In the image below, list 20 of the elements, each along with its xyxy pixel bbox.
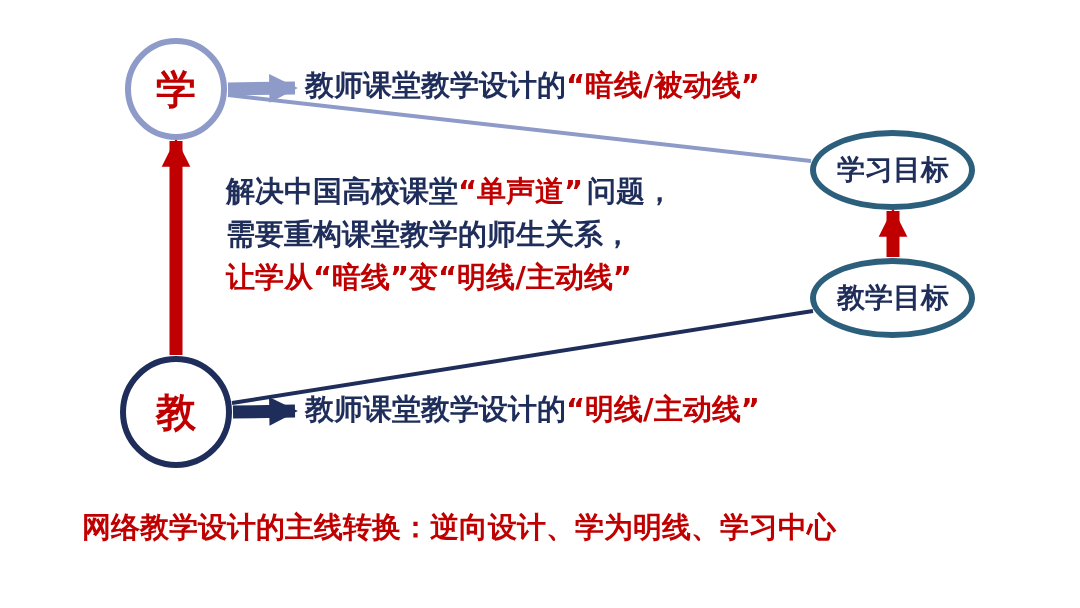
note-text: 问题， (587, 173, 674, 210)
ellipse-node: 教学目标 (810, 258, 975, 338)
arrow (227, 74, 298, 103)
highlight-text: “暗线/被动线” (566, 68, 760, 102)
arrow (161, 138, 191, 355)
caption-text: 网络教学设计的主线转换：逆向设计、学为明线、学习中心 (82, 509, 836, 546)
arrow (878, 208, 908, 257)
note-text: 需要重构课堂教学的师生关系， (226, 216, 632, 253)
connector-line (227, 93, 812, 163)
circle-node: 学 (125, 38, 227, 140)
statement-text: 教师课堂教学设计的 (305, 392, 566, 426)
statement-text: 教师课堂教学设计的 (305, 68, 566, 102)
highlight-text: “单声道” (458, 173, 584, 210)
highlight-text: “明线/主动线” (566, 392, 760, 426)
note-text: 解决中国高校课堂 (226, 173, 458, 210)
ellipse-node: 学习目标 (810, 130, 975, 210)
circle-node: 教 (120, 356, 232, 468)
note-text: 让学从“暗线”变“明线/主动线” (226, 259, 632, 296)
connector-line (231, 309, 814, 405)
arrow (232, 397, 298, 426)
